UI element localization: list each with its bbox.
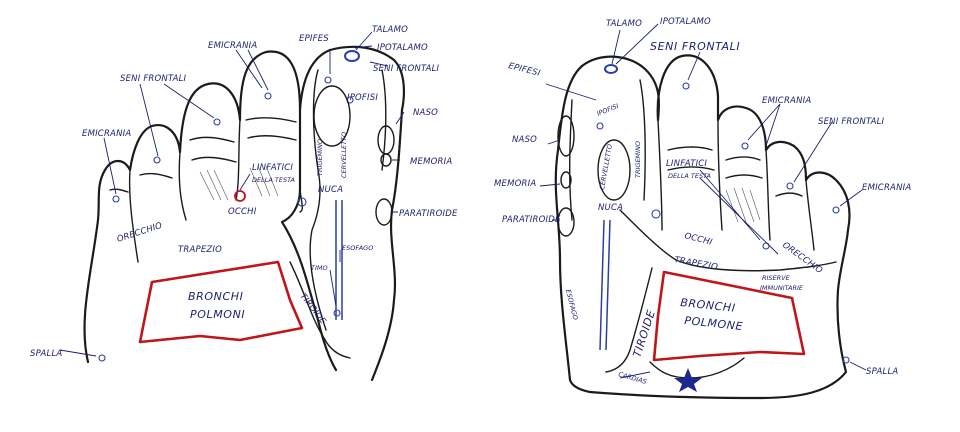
right-cardias-curve — [649, 357, 745, 379]
right-label-linfatici: LINFATICI — [666, 159, 707, 169]
left-label-ipofisi: IPOFISI — [347, 93, 378, 103]
left-esofago-line — [335, 200, 343, 320]
right-tiroide-curve — [605, 267, 653, 373]
left-hallux-shape — [309, 69, 387, 331]
left-label-ipotalamo: IPOTALAMO — [377, 43, 428, 53]
right-point-seni-2 — [786, 182, 794, 190]
right-lung-zone — [652, 270, 806, 362]
right-label-naso: NASO — [512, 135, 537, 145]
right-point-nuca — [651, 209, 661, 219]
left-point-talamo — [344, 50, 360, 62]
left-foot: TALAMO EPIFES IPOTALAMO SENI FRONTALI EM… — [30, 25, 458, 382]
left-label-trigemino: TRIGEMINO — [316, 139, 324, 176]
left-label-cervelletto: CERVELLETTO — [340, 132, 348, 178]
right-label-riserve: RISERVE — [762, 274, 791, 282]
right-label-della-testa: DELLA TESTA — [668, 172, 711, 180]
left-label-emicrania-top: EMICRANIA — [208, 41, 257, 51]
right-label-seni-frontali-top: SENI FRONTALI — [650, 40, 740, 53]
left-tiroide-curve — [289, 261, 351, 359]
right-esofago-line — [599, 219, 611, 351]
left-foot-outline — [83, 45, 405, 382]
right-label-ipotalamo: IPOTALAMO — [660, 17, 711, 27]
right-hallux-shape — [569, 79, 837, 272]
right-label-trapezio: TRAPEZIO — [673, 255, 718, 273]
right-point-linfatici — [762, 242, 770, 250]
left-label-seni-frontali-left: SENI FRONTALI — [120, 74, 187, 84]
right-hatch-area — [725, 187, 761, 223]
right-label-spalla: SPALLA — [866, 367, 898, 377]
right-label-cervelletto: CERVELLETTO — [598, 144, 614, 191]
left-point-epifes — [324, 76, 332, 84]
left-label-bronchi: BRONCHI — [188, 290, 243, 303]
right-naso-zone — [557, 115, 575, 157]
right-label-emicrania-mid: EMICRANIA — [762, 96, 811, 106]
left-point-seni-2 — [213, 118, 221, 126]
left-label-tiroide: TIROIDE — [298, 292, 328, 327]
right-point-ipofisi — [596, 122, 604, 130]
left-label-linfatici: LINFATICI — [252, 163, 293, 173]
left-label-seni-frontali-right: SENI FRONTALI — [373, 64, 440, 74]
left-label-orecchio: ORECCHIO — [116, 221, 164, 245]
right-paratiroide-zone — [557, 207, 575, 237]
left-lung-zone — [138, 260, 304, 344]
left-point-nuca — [297, 197, 307, 207]
right-label-nuca: NUCA — [598, 203, 623, 213]
right-foot: TALAMO IPOTALAMO SENI FRONTALI EPIFESI E… — [494, 17, 911, 400]
left-label-naso: NASO — [413, 108, 438, 118]
left-label-emicrania-left: EMICRANIA — [82, 129, 131, 139]
right-leaders — [539, 23, 867, 379]
right-toe-lines — [657, 119, 815, 251]
right-point-emicrania — [741, 142, 749, 150]
right-label-polmone: POLMONE — [684, 314, 744, 333]
right-point-spalla — [842, 356, 850, 364]
right-label-ipofisi: IPOFISI — [596, 102, 620, 118]
left-point-emicrania — [112, 195, 120, 203]
left-label-epifes: EPIFES — [299, 34, 329, 44]
left-paratiroide-zone — [375, 198, 393, 226]
right-label-talamo: TALAMO — [606, 19, 642, 29]
left-label-della-testa: DELLA TESTA — [252, 176, 295, 184]
right-point-talamo — [604, 64, 618, 74]
left-label-spalla: SPALLA — [30, 349, 62, 359]
right-cardias-star — [674, 368, 702, 392]
right-label-emicrania-right: EMICRANIA — [862, 183, 911, 193]
right-memoria-zone — [560, 171, 572, 189]
right-label-paratiroide: PARATIROIDE — [502, 215, 561, 225]
left-leaders — [59, 31, 405, 357]
left-point-emicrania-top — [264, 92, 272, 100]
left-point-timo — [333, 309, 341, 317]
left-toe-creases — [109, 117, 297, 193]
left-point-seni — [153, 156, 161, 164]
right-label-bronchi: BRONCHI — [680, 296, 737, 315]
left-label-memoria: MEMORIA — [410, 157, 452, 167]
right-point-seni — [682, 82, 690, 90]
right-label-epifesi: EPIFESI — [507, 61, 541, 79]
left-cervelletto-zone — [313, 85, 351, 147]
right-point-emicrania-right — [832, 206, 840, 214]
left-label-trapezio: TRAPEZIO — [178, 245, 222, 255]
left-label-polmoni: POLMONI — [190, 308, 245, 321]
left-point-linfatici — [234, 190, 246, 202]
right-label-trigemino: TRIGEMINO — [634, 141, 642, 178]
left-label-talamo: TALAMO — [372, 25, 408, 35]
left-toe-lines — [128, 119, 303, 263]
right-label-cardias: CARDIAS — [617, 370, 647, 386]
right-label-memoria: MEMORIA — [494, 179, 536, 189]
left-label-esofago: ESOFAGO — [342, 244, 373, 252]
right-label-immunitarie: IMMUNITARIE — [760, 284, 804, 292]
right-toe-creases — [667, 146, 803, 197]
right-label-esofago: ESOFAGO — [564, 289, 579, 321]
left-label-paratiroide: PARATIROIDE — [399, 209, 458, 219]
right-label-orecchio: ORECCHIO — [780, 240, 824, 276]
left-label-nuca: NUCA — [318, 185, 343, 195]
left-point-spalla — [98, 354, 106, 362]
right-label-occhi: OCCHI — [683, 231, 713, 248]
left-label-timo: TIMO — [311, 264, 328, 272]
left-memoria-zone — [380, 153, 392, 167]
left-label-occhi: OCCHI — [228, 207, 257, 217]
right-label-seni-frontali-right: SENI FRONTALI — [818, 117, 885, 127]
right-cervelletto-zone — [597, 139, 631, 201]
left-hatch-area — [199, 165, 279, 201]
